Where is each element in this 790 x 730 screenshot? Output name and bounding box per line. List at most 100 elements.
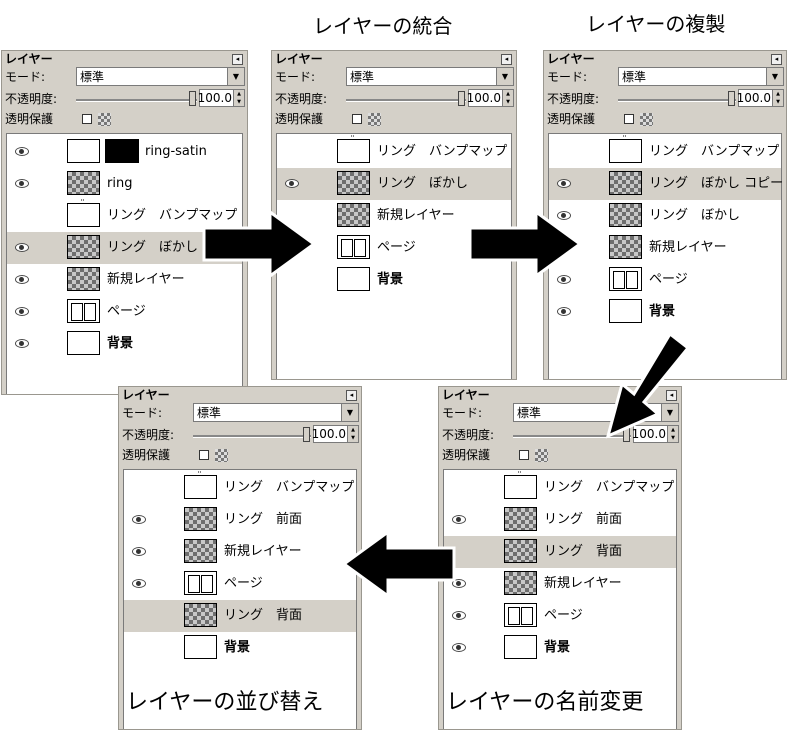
layer-row[interactable]: 背景: [7, 328, 242, 360]
arrow-down-left-icon: [605, 331, 691, 439]
chevron-down-icon[interactable]: ▼: [766, 68, 783, 85]
layer-row[interactable]: リング バンプマップ: [549, 135, 781, 168]
layer-thumbnail: [504, 539, 537, 563]
opacity-input[interactable]: 100.0▲▼: [737, 89, 784, 107]
eye-icon[interactable]: [15, 307, 29, 316]
opacity-slider-track[interactable]: [193, 435, 311, 438]
panel-menu-icon[interactable]: ◂: [232, 54, 243, 65]
layer-row[interactable]: ページ: [444, 600, 676, 632]
panel-menu-icon[interactable]: ◂: [346, 390, 357, 401]
layer-row[interactable]: リング 前面: [124, 504, 356, 536]
layer-row[interactable]: 背景: [444, 632, 676, 664]
layer-row[interactable]: 新規レイヤー: [7, 264, 242, 296]
layer-name: リング ぼかし コピー: [649, 176, 784, 191]
eye-icon[interactable]: [285, 179, 299, 188]
layer-row[interactable]: リング バンプマップ: [444, 471, 676, 504]
layer-row[interactable]: 新規レイヤー: [549, 232, 781, 264]
opacity-input[interactable]: 100.0▲▼: [198, 89, 245, 107]
opacity-slider-track[interactable]: [618, 99, 736, 102]
spin-buttons[interactable]: ▲▼: [502, 90, 513, 106]
opacity-slider-track[interactable]: [76, 99, 197, 102]
layer-row[interactable]: リング ぼかし: [549, 200, 781, 232]
layer-name: 背景: [377, 272, 404, 287]
panel-menu-icon[interactable]: ◂: [501, 54, 512, 65]
eye-icon[interactable]: [132, 547, 146, 556]
layer-row[interactable]: ページ: [549, 264, 781, 296]
mode-select[interactable]: 標準▼: [193, 403, 359, 422]
layer-row[interactable]: リング 前面: [444, 504, 676, 536]
opacity-input[interactable]: 100.0▲▼: [312, 425, 359, 443]
eye-icon[interactable]: [132, 515, 146, 524]
chevron-down-icon[interactable]: ▼: [227, 68, 244, 85]
layer-name: 背景: [107, 336, 134, 351]
layer-name: ページ: [377, 240, 416, 255]
layer-row[interactable]: ring-satin: [7, 136, 242, 168]
layer-row[interactable]: リング 背面: [124, 600, 356, 632]
eye-icon[interactable]: [15, 339, 29, 348]
layer-row[interactable]: ページ: [277, 232, 511, 264]
mode-select[interactable]: 標準▼: [76, 67, 245, 86]
layer-row[interactable]: 新規レイヤー: [124, 536, 356, 568]
layer-row[interactable]: リング バンプマップ: [277, 135, 511, 168]
lock-alpha-checkbox[interactable]: [199, 450, 209, 460]
layer-row[interactable]: リング バンプマップ: [124, 471, 356, 504]
eye-icon[interactable]: [452, 643, 466, 652]
spin-buttons[interactable]: ▲▼: [347, 426, 358, 442]
mode-select[interactable]: 標準▼: [346, 67, 514, 86]
layer-thumbnail: [184, 539, 217, 563]
layer-row[interactable]: リング バンプマップ: [7, 199, 242, 232]
arrow-right-icon: [468, 209, 583, 279]
layer-row[interactable]: ring: [7, 168, 242, 200]
chevron-down-icon[interactable]: ▼: [661, 404, 678, 421]
layer-row[interactable]: リング ぼかし: [277, 168, 511, 200]
spin-buttons[interactable]: ▲▼: [772, 90, 783, 106]
mode-label: モード:: [275, 70, 316, 84]
lock-alpha-checkbox[interactable]: [82, 114, 92, 124]
layer-thumbnail: [504, 635, 537, 659]
mode-select[interactable]: 標準▼: [618, 67, 784, 86]
panel-menu-icon[interactable]: ◂: [666, 390, 677, 401]
layer-row[interactable]: 背景: [124, 632, 356, 664]
opacity-label: 不透明度:: [5, 92, 58, 106]
layer-row[interactable]: リング 背面: [444, 536, 676, 568]
opacity-slider-track[interactable]: [346, 99, 466, 102]
opacity-input[interactable]: 100.0▲▼: [467, 89, 514, 107]
eye-icon[interactable]: [557, 275, 571, 284]
chevron-down-icon[interactable]: ▼: [496, 68, 513, 85]
eye-icon[interactable]: [452, 515, 466, 524]
eye-icon[interactable]: [15, 147, 29, 156]
spin-buttons[interactable]: ▲▼: [233, 90, 244, 106]
eye-icon[interactable]: [557, 179, 571, 188]
panel-menu-icon[interactable]: ◂: [771, 54, 782, 65]
eye-icon[interactable]: [557, 307, 571, 316]
opacity-input[interactable]: 100.0▲▼: [632, 425, 679, 443]
eye-icon[interactable]: [452, 611, 466, 620]
chevron-down-icon[interactable]: ▼: [341, 404, 358, 421]
eye-icon[interactable]: [15, 275, 29, 284]
layer-row[interactable]: 新規レイヤー: [277, 200, 511, 232]
eye-icon[interactable]: [15, 179, 29, 188]
opacity-slider-handle[interactable]: [189, 91, 196, 106]
eye-icon[interactable]: [15, 243, 29, 252]
layer-row[interactable]: ページ: [7, 296, 242, 328]
lock-alpha-checkbox[interactable]: [624, 114, 634, 124]
eye-icon[interactable]: [132, 579, 146, 588]
layer-row[interactable]: ページ: [124, 568, 356, 600]
layer-row[interactable]: 背景: [549, 296, 781, 328]
eye-icon[interactable]: [557, 211, 571, 220]
lock-alpha-checkbox[interactable]: [519, 450, 529, 460]
layer-row[interactable]: リング ぼかし コピー: [549, 168, 784, 200]
layer-row[interactable]: 新規レイヤー: [444, 568, 676, 600]
opacity-slider-handle[interactable]: [458, 91, 465, 106]
lock-alpha-checkbox[interactable]: [352, 114, 362, 124]
opacity-slider-handle[interactable]: [303, 427, 310, 442]
eye-icon[interactable]: [452, 579, 466, 588]
opacity-slider-handle[interactable]: [728, 91, 735, 106]
spin-buttons[interactable]: ▲▼: [667, 426, 678, 442]
opacity-slider-track[interactable]: [513, 435, 631, 438]
layer-row[interactable]: 背景: [277, 264, 511, 296]
